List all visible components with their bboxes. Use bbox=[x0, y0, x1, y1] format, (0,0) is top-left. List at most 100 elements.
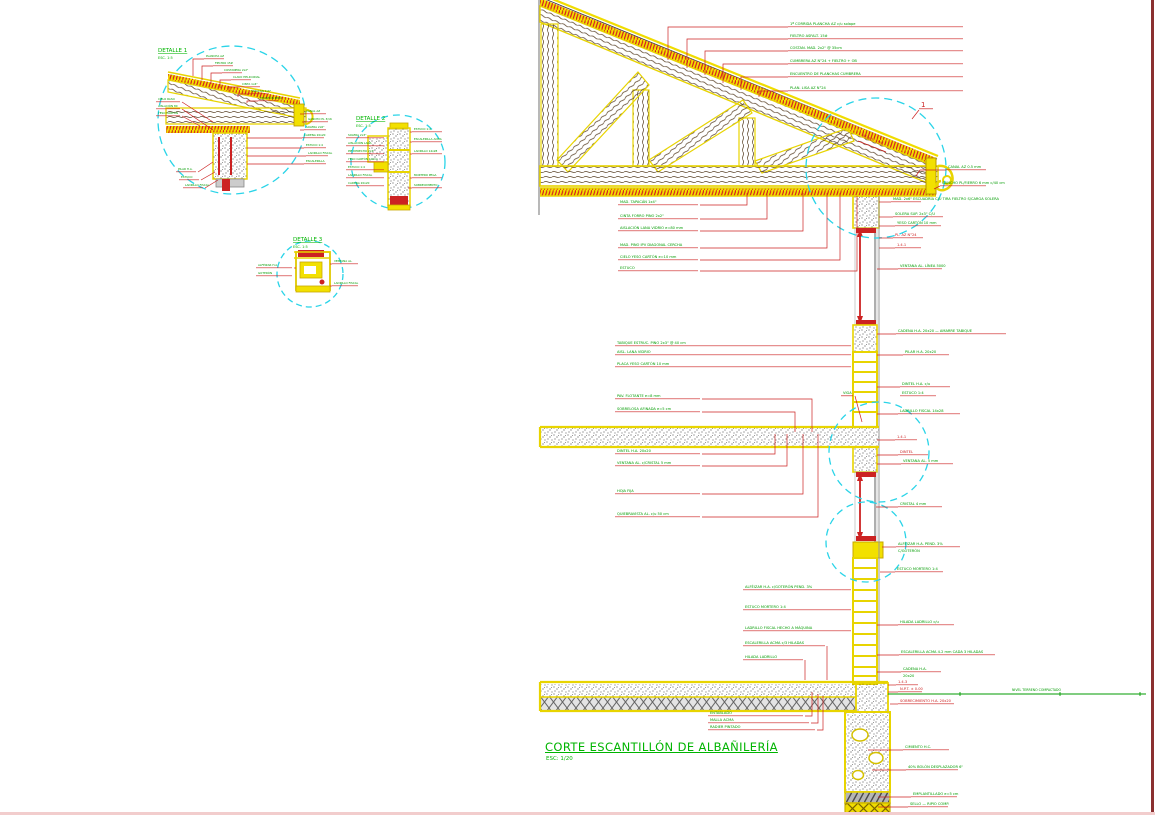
annotation-label: CANAL AZ 0.5 mm bbox=[948, 165, 982, 169]
annotation-leader bbox=[192, 58, 204, 76]
annotation-leader bbox=[237, 93, 249, 97]
annotation-label: AISLACIÓN 80 bbox=[158, 103, 178, 108]
annotation-leader bbox=[700, 193, 828, 249]
annotation-label: MAD. TAPACÁN 1x4" bbox=[620, 199, 657, 204]
annotation-leader bbox=[702, 434, 776, 455]
annotation-leader bbox=[805, 692, 813, 717]
callout-circle-eave bbox=[805, 97, 947, 239]
annotation-label: MAD. PINO IPV DIAGONAL CERCHA bbox=[620, 243, 683, 247]
annotation-label: DINTEL bbox=[900, 450, 913, 454]
annotation-leader bbox=[700, 193, 841, 261]
annotation-leader bbox=[228, 86, 240, 92]
detail-2 bbox=[350, 114, 446, 211]
sobrecimiento bbox=[855, 682, 889, 713]
annotation-label: 1.4.1 bbox=[897, 435, 906, 439]
annotation-label: ESCALERILLA ACMA 4.2 mm CADA 3 HILADAS bbox=[901, 650, 984, 654]
annotation-label: CINTA 1x4" bbox=[242, 82, 258, 86]
annotation-label: VIGA bbox=[843, 391, 852, 395]
ceiling-strip bbox=[540, 188, 936, 196]
annotation-label: PL. AZ N°24 bbox=[895, 233, 917, 237]
ground-slab bbox=[538, 680, 888, 713]
roofing-membrane bbox=[540, 0, 936, 166]
annotation-label: YESO CARTÓN bbox=[158, 110, 178, 115]
annotation-label: CINTA FORRO PINO 2x2" bbox=[620, 214, 664, 218]
annotation-label: TABIQUE ESTRUC. PINO 2x3" @ 40 cm bbox=[616, 341, 686, 345]
annotation-label: FIELTRO ASFALT. 15# bbox=[790, 34, 828, 38]
annotation-label: CADENA H.A. bbox=[903, 667, 927, 671]
annotation-label: FIELTRO 15# bbox=[215, 61, 234, 65]
emplantillado-band bbox=[844, 791, 891, 804]
annotation-label: HOJA FIJA bbox=[617, 489, 634, 493]
annotation-label: AISL. LANA VIDRIO bbox=[617, 350, 651, 354]
annotation-label: GANCHO PL 3/16 bbox=[308, 117, 332, 121]
annotation-label: VENTANA AL. c/CRISTAL 5 mm bbox=[617, 461, 672, 465]
annotation-label: PLACA YESO CARTÓN 10 mm bbox=[617, 361, 670, 366]
annotation-leader bbox=[704, 50, 788, 75]
annotation-label: HILADA LADRILLO bbox=[745, 655, 777, 659]
annotation-label: LADRILLO FISCAL bbox=[308, 151, 333, 155]
annotation-label: VENTANA AL. bbox=[334, 259, 353, 263]
annotation-label: LADRILLO 14x28 bbox=[414, 149, 438, 153]
annotation-label: CRISTAL 4 mm bbox=[900, 502, 927, 506]
annotation-layer: 1ª CORRIDA PLANCHA AZ c/u solapeFIELTRO … bbox=[156, 22, 1062, 808]
annotation-label: 1 bbox=[921, 101, 925, 109]
mid-slab bbox=[538, 425, 879, 449]
annotation-label: ESCALERILLA bbox=[306, 159, 325, 163]
annotation-label: PIE DERECHO 2x3" bbox=[348, 149, 375, 153]
annotation-label: YESO CARTÓN 10mm bbox=[348, 156, 378, 161]
annotation-label: ESTUCO 1:4 bbox=[414, 127, 431, 131]
cyclopean-footing bbox=[844, 711, 891, 793]
bond-beam bbox=[852, 324, 878, 353]
annotation-label: 1.4.3 bbox=[898, 680, 907, 684]
annotation-leader bbox=[700, 193, 768, 220]
truss-top-chord bbox=[539, 4, 935, 183]
annotation-label: YESO CARTÓN 10 mm bbox=[897, 220, 937, 225]
detail-3-title: DETALLE 3 bbox=[293, 237, 323, 243]
annotation-leader bbox=[702, 398, 813, 432]
radier-slab bbox=[540, 684, 856, 697]
gravel-base bbox=[540, 697, 856, 711]
annotation-label: MALLA ACMA bbox=[710, 718, 734, 722]
annotation-label: ESTUCO bbox=[620, 266, 635, 270]
annotation-label: LADRILLO FISCAL bbox=[185, 183, 210, 187]
annotation-label: CIMIENTO H.C. bbox=[905, 745, 931, 749]
window-lower bbox=[854, 471, 878, 543]
annotation-leader bbox=[181, 101, 214, 123]
annotation-leader bbox=[200, 171, 216, 181]
truss-web-diagonal bbox=[648, 99, 753, 173]
annotation-leader bbox=[181, 115, 201, 127]
annotation-leader bbox=[702, 434, 788, 467]
fascia-board bbox=[925, 157, 937, 195]
annotation-label: DINTEL H.A. c/u bbox=[902, 382, 930, 386]
truss-web-vertical bbox=[540, 23, 559, 167]
annotation-label: COSTAN. MAD. 2x2" @ 35cm bbox=[790, 46, 842, 50]
annotation-leader bbox=[700, 193, 804, 232]
annotation-label: COSTANERA 2x2" bbox=[224, 68, 249, 72]
lintel bbox=[852, 446, 878, 473]
annotation-leader bbox=[204, 179, 219, 189]
annotation-label: CIELO RASO bbox=[158, 97, 176, 101]
annotation-label: LADRILLO FISCAL HECHO A MÁQUINA bbox=[745, 625, 813, 630]
detail-callout-circles bbox=[805, 97, 947, 583]
annotation-label: PAV. FLOTANTE e=8 mm bbox=[617, 394, 661, 398]
annotation-label: ALFÉIZAR H.A. PEND. 3% bbox=[898, 541, 943, 546]
detail-1-title: DETALLE 1 bbox=[158, 48, 187, 54]
annotation-label: SELLO — RIPIO COMP. bbox=[910, 802, 949, 806]
annotation-leader bbox=[700, 196, 858, 272]
annotation-leader bbox=[686, 38, 788, 68]
annotation-label: LADRILLO FISCAL bbox=[348, 173, 373, 177]
truss-bottom-chord bbox=[539, 165, 939, 187]
wall-axis bbox=[852, 195, 884, 685]
callout-circle-sill bbox=[825, 501, 907, 583]
truss-web-vertical bbox=[632, 89, 650, 167]
annotation-label: MAD. 2x6" ESCUADRÍA C/U TIRA FIELTRO S/C… bbox=[893, 196, 1000, 201]
drawing-scale: ESC: 1/20 bbox=[546, 756, 573, 762]
masonry-lower bbox=[852, 557, 878, 685]
truss-web-vertical bbox=[738, 117, 756, 167]
annotation-label: 1.4.1 bbox=[897, 243, 906, 247]
detail-3 bbox=[276, 240, 344, 308]
masonry-upper bbox=[852, 351, 878, 428]
annotation-leader bbox=[702, 434, 804, 495]
annotation-label: SOLERA 2x6" bbox=[306, 125, 325, 129]
